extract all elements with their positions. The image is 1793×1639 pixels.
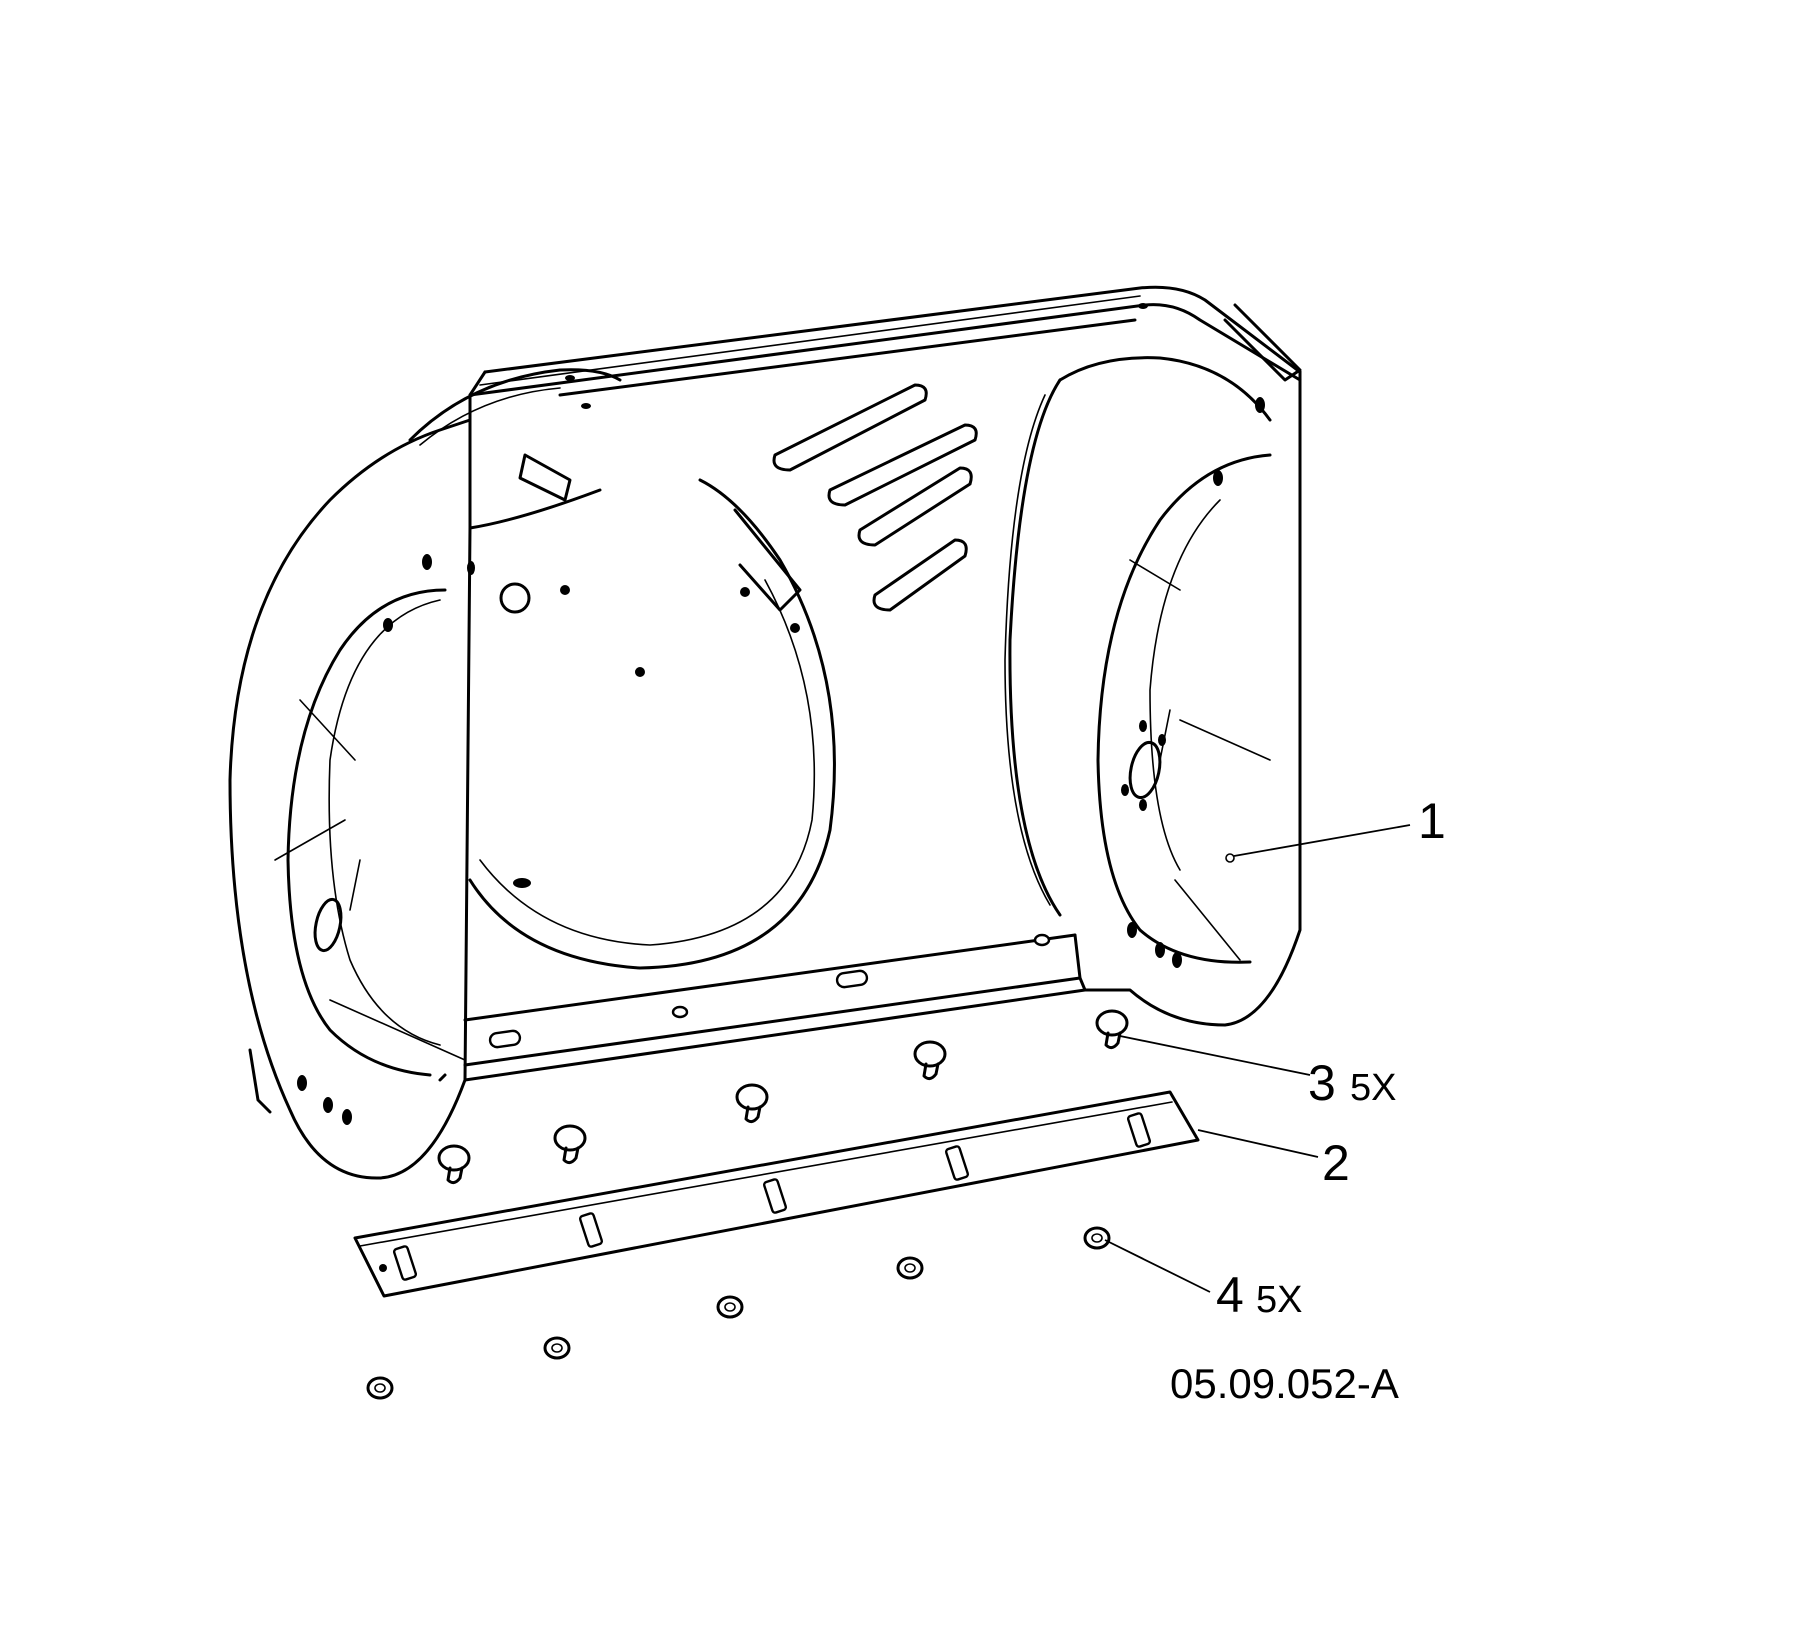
hex-nuts: [366, 1226, 1111, 1400]
auger-housing: [228, 285, 1302, 1180]
callout-2: 2: [1322, 1135, 1350, 1191]
carriage-bolt: [553, 1124, 587, 1165]
callout-4-qty: 5X: [1256, 1279, 1302, 1321]
carriage-bolt: [437, 1144, 471, 1185]
callout-3: 3 5X: [1308, 1055, 1396, 1111]
leader-lines: [1104, 824, 1411, 1293]
hex-nut: [716, 1295, 744, 1319]
callout-4-item: 4: [1216, 1267, 1244, 1323]
hex-nut: [896, 1256, 924, 1280]
hex-nut: [1083, 1226, 1111, 1250]
hex-nut: [366, 1376, 394, 1400]
callout-1-item: 1: [1418, 793, 1446, 849]
callout-3-item: 3: [1308, 1055, 1336, 1111]
drawing-id: 05.09.052-A: [1170, 1360, 1399, 1407]
carriage-bolt: [913, 1040, 947, 1081]
carriage-bolt: [1095, 1009, 1129, 1050]
callout-4: 4 5X: [1216, 1267, 1302, 1323]
hex-nut: [543, 1336, 571, 1360]
carriage-bolt: [735, 1083, 769, 1124]
shave-plate: [353, 1090, 1200, 1298]
callout-3-qty: 5X: [1350, 1067, 1396, 1109]
callout-2-item: 2: [1322, 1135, 1350, 1191]
carriage-bolts: [437, 1009, 1129, 1185]
callout-1: 1: [1418, 793, 1446, 849]
